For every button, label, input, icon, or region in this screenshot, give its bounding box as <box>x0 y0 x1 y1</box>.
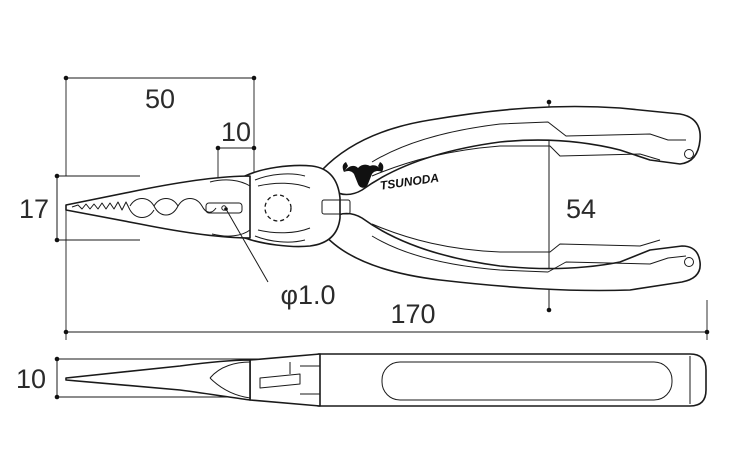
cutter-edge <box>209 179 251 237</box>
jaw-teeth <box>71 201 131 211</box>
wire-diameter-leader <box>225 208 269 283</box>
dimension-17: 17 <box>19 173 140 243</box>
bull-head-icon <box>344 164 382 188</box>
dim-10-cutter-label: 10 <box>221 117 251 147</box>
side-handle <box>317 353 707 407</box>
side-jaw-bevel <box>209 361 251 399</box>
pliers-side-view <box>65 353 707 407</box>
jaw-grip-section-lower <box>129 198 179 218</box>
wire-diameter-label: φ1.0 <box>280 280 335 310</box>
dim-170-label: 170 <box>390 299 435 329</box>
dim-17-label: 17 <box>19 194 49 224</box>
upper-handle-grip-outline <box>371 121 686 177</box>
joint-body <box>244 164 341 248</box>
dimension-170: 170 <box>63 205 710 340</box>
dim-50-label: 50 <box>145 84 175 114</box>
dim-10-thickness-label: 10 <box>16 364 46 394</box>
dim-54-label: 54 <box>566 194 596 224</box>
jaw <box>65 175 251 239</box>
dimension-50: 50 <box>63 75 257 176</box>
joint-detail-lower <box>254 227 311 243</box>
upper-handle-hole <box>684 149 694 159</box>
lower-handle <box>321 212 701 292</box>
cutter-slot <box>205 202 243 214</box>
joint-detail-upper <box>254 173 311 189</box>
dimension-10-cutter: 10 <box>215 117 257 178</box>
side-handle-grip <box>381 361 673 401</box>
upper-handle <box>321 105 701 196</box>
pliers-top-view <box>65 105 701 292</box>
lower-handle-hole <box>684 257 694 267</box>
joint-slot <box>321 199 351 215</box>
pivot-circle <box>264 194 292 222</box>
side-joint-detail <box>259 362 320 395</box>
side-jaw <box>65 359 251 401</box>
lower-handle-grip-outline <box>371 223 687 273</box>
